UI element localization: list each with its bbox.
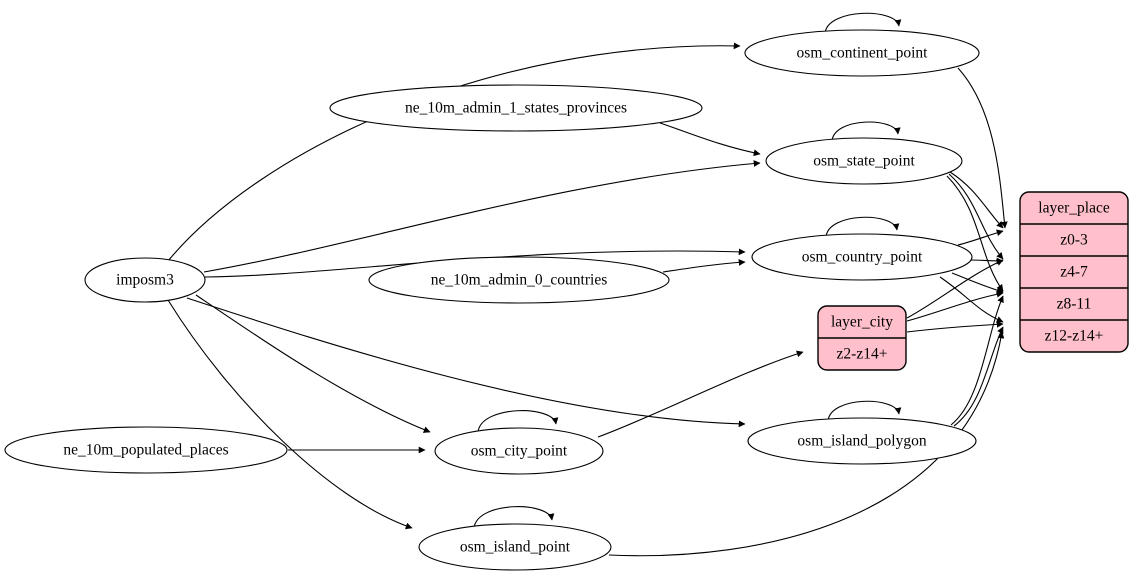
edge-ne_admin0-to-osm_country_point [662, 259, 746, 273]
node-osm_island_point[interactable]: osm_island_point [418, 523, 612, 571]
edge-osm_state_point-to-layer_place-z4-7 [948, 173, 1004, 260]
edge-self-loop-osm_island_point [473, 506, 555, 529]
node-label-osm_continent_point: osm_continent_point [797, 45, 929, 62]
record-row-layer_place-z0-3[interactable]: z0-3 [1060, 232, 1088, 249]
node-label-osm_country_point: osm_country_point [802, 249, 923, 266]
node-ne_10m_populated_places[interactable]: ne_10m_populated_places [4, 426, 288, 474]
node-label-osm_city_point: osm_city_point [471, 443, 568, 460]
node-ne_10m_admin_1_states_provinces[interactable]: ne_10m_admin_1_states_provinces [329, 84, 703, 132]
record-row-layer_place-z12-z14[interactable]: z12-z14+ [1045, 328, 1104, 345]
edge-layer [167, 12, 1008, 557]
edge-osm_country_point-to-layer_place-z8-11 [951, 272, 1004, 294]
edge-osm_country_point-to-layer_place-z0-3 [957, 229, 1004, 246]
node-osm_continent_point[interactable]: osm_continent_point [744, 29, 980, 77]
record-row-layer_place-z4-7[interactable]: z4-7 [1060, 264, 1088, 281]
node-layer: imposm3 ne_10m_admin_1_states_provinces … [4, 29, 1129, 571]
record-row-layer_place-z8-11[interactable]: z8-11 [1057, 296, 1092, 313]
edge-self-loop-osm_island_polygon [827, 400, 902, 422]
edge-osm_country_point-to-layer_place-z12-z14 [939, 276, 1004, 323]
edge-osm_city_point-to-layer_city-z2-z14 [597, 350, 804, 438]
edge-osm_continent_point-to-layer_place-z0-3 [957, 67, 1008, 229]
node-label-ne_10m_admin_0_countries: ne_10m_admin_0_countries [431, 272, 608, 289]
node-label-osm_state_point: osm_state_point [813, 153, 915, 170]
edge-osm_island_point-to-layer_place-z12-z14 [608, 331, 1005, 557]
edge-osm_island_polygon-to-layer_place-z8-11 [950, 295, 1004, 426]
edge-imposm3-to-osm_state_point [203, 160, 761, 273]
record-row-layer_city-title: layer_city [831, 314, 893, 331]
edge-self-loop-osm_country_point [825, 216, 900, 238]
node-osm_country_point[interactable]: osm_country_point [751, 233, 973, 281]
edge-layer_city-to-layer_place-z12-z14 [906, 320, 1004, 333]
record-row-layer_place-title: layer_place [1038, 200, 1110, 217]
edge-osm_country_point-to-layer_place-z4-7 [969, 257, 1004, 265]
edge-imposm3-to-osm_city_point [195, 294, 431, 433]
edge-imposm3-to-osm_island_polygon [186, 297, 746, 428]
edge-ne_admin1-to-osm_state_point [659, 122, 761, 157]
node-label-ne_10m_populated_places: ne_10m_populated_places [63, 442, 228, 459]
node-label-ne_10m_admin_1_states_provinces: ne_10m_admin_1_states_provinces [405, 100, 627, 117]
edge-layer_city-to-layer_place-z4-7 [906, 259, 1004, 319]
edge-osm_state_point-to-layer_place-z8-11 [946, 175, 1004, 292]
edge-self-loop-osm_continent_point [824, 12, 902, 34]
node-ne_10m_admin_0_countries[interactable]: ne_10m_admin_0_countries [368, 256, 670, 304]
edge-imposm3-to-osm_continent_point [167, 42, 741, 262]
node-label-osm_island_point: osm_island_point [460, 539, 571, 556]
edge-osm_state_point-to-layer_place-z0-3 [949, 171, 1004, 229]
node-osm_island_polygon[interactable]: osm_island_polygon [747, 417, 977, 465]
node-imposm3[interactable]: imposm3 [84, 257, 206, 303]
node-label-osm_island_polygon: osm_island_polygon [797, 433, 926, 450]
edge-imposm3-to-osm_island_point [167, 299, 413, 530]
record-node-layer_city[interactable]: layer_city z2-z14+ [817, 305, 907, 371]
edge-self-loop-osm_city_point [477, 410, 559, 433]
edge-self-loop-osm_state_point [831, 121, 901, 142]
edge-layer_city-to-layer_place-z8-11 [906, 290, 1004, 322]
node-label-imposm3: imposm3 [116, 272, 174, 289]
record-row-layer_city-z2-z14[interactable]: z2-z14+ [837, 346, 888, 363]
node-osm_city_point[interactable]: osm_city_point [434, 427, 604, 475]
node-osm_state_point[interactable]: osm_state_point [765, 137, 963, 185]
record-node-layer_place[interactable]: layer_place z0-3 z4-7 z8-11 z12-z14+ [1019, 191, 1129, 353]
